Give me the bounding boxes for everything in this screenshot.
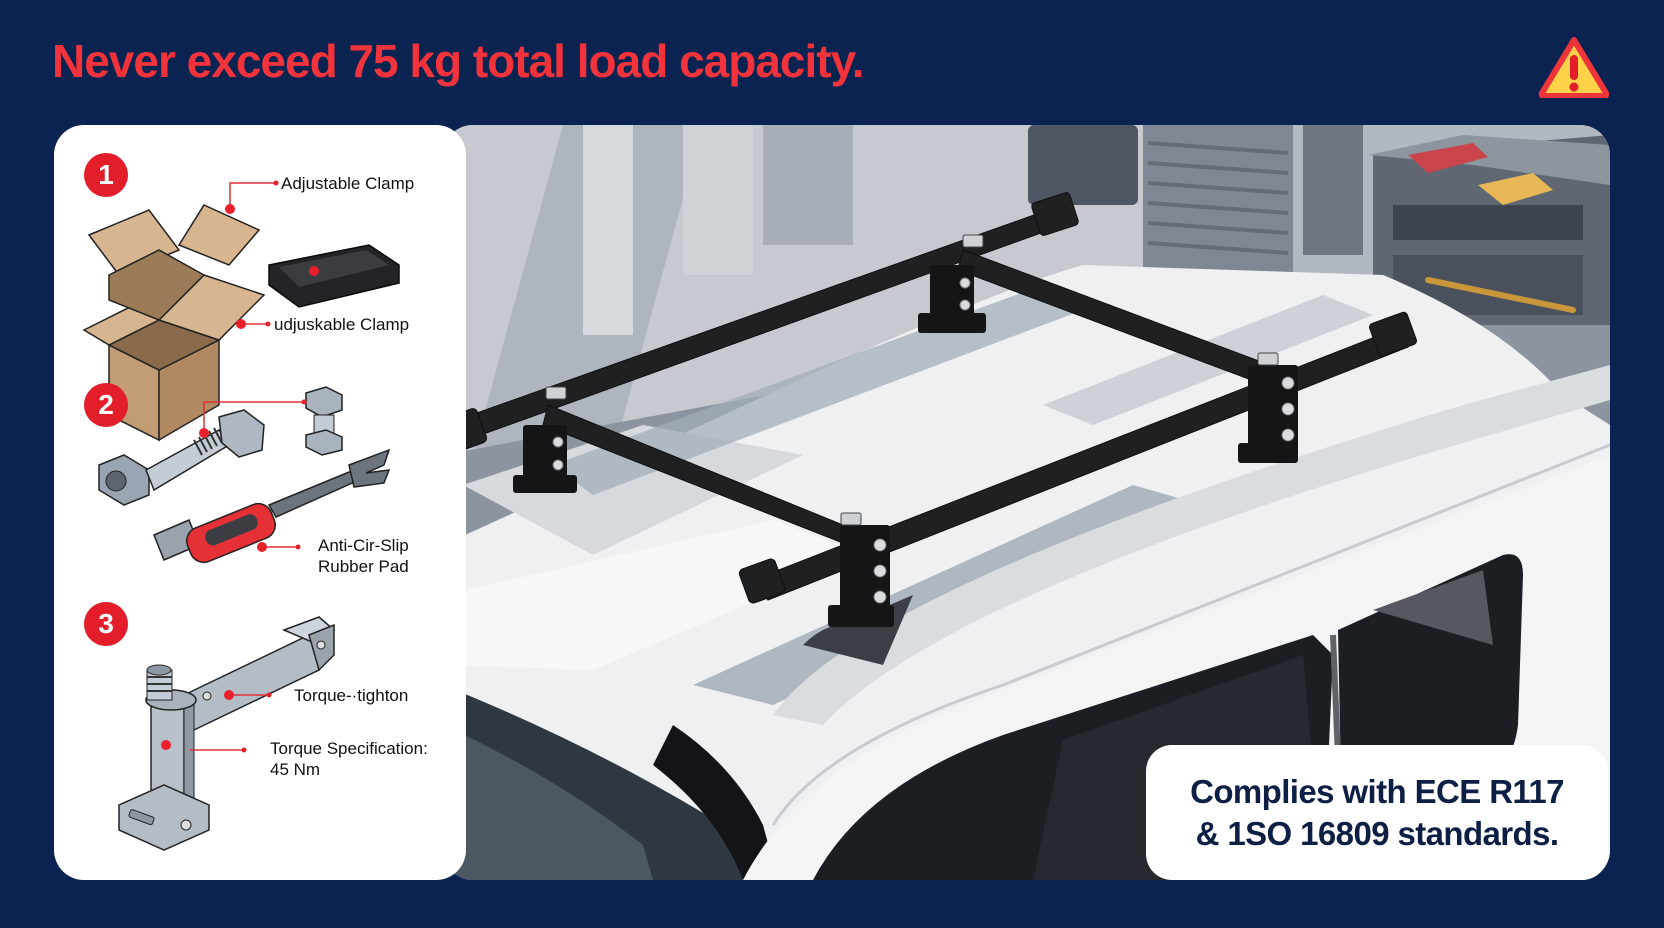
- roof-rack-scene: [443, 125, 1610, 880]
- bracket-illustration: [118, 616, 336, 851]
- load-capacity-warning-headline: Never exceed 75 kg total load capacity.: [52, 35, 865, 87]
- callout-line-2: Rubber Pad: [318, 557, 409, 576]
- rubber-tray-illustration: [268, 244, 400, 308]
- callout-adjustable-clamp: Adjustable Clamp: [281, 174, 415, 193]
- callout-anti-slip-rubber-pad: Anti-Cir-Slip Rubber Pad: [318, 535, 409, 577]
- torque-value: 45 Nm: [270, 760, 321, 779]
- hex-bolt-illustration: [98, 409, 265, 506]
- compliance-line-2: & 1SO 16809 standards.: [1195, 814, 1559, 852]
- warning-triangle-icon: [1538, 36, 1610, 99]
- callout-line-1: Torque Specification:: [270, 739, 428, 758]
- small-bolt-illustration: [305, 386, 343, 456]
- step-3-badge: 3: [84, 602, 128, 646]
- step-1-badge: 1: [84, 153, 128, 197]
- compliance-standards-card: Complies with ECE R117 & 1SO 16809 stand…: [1146, 745, 1608, 880]
- wrench-tool-illustration: [153, 448, 391, 564]
- installation-steps-card: 1 2 3 Adjustable Clamp udjuskable Clamp …: [54, 125, 466, 880]
- step-2-badge: 2: [84, 383, 128, 427]
- callout-torque-tighten: Torque-·tighton: [294, 686, 409, 705]
- compliance-line-1: Complies with ECE R117: [1190, 772, 1564, 810]
- callout-adjustable-clamp-2: udjuskable Clamp: [274, 315, 410, 334]
- callout-torque-specification: Torque Specification: 45 Nm: [270, 738, 428, 780]
- callout-line-1: Anti-Cir-Slip: [318, 536, 409, 555]
